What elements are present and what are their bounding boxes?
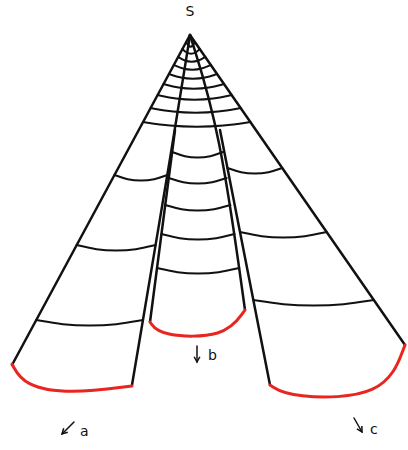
direction-arrow	[62, 422, 74, 434]
arrow-head	[62, 428, 68, 434]
source-label: S	[186, 4, 195, 18]
wavefront-line	[161, 234, 234, 240]
wavefront-line	[174, 65, 211, 70]
wavefront-line	[186, 42, 195, 47]
arrow-head	[357, 426, 362, 432]
wavefront-line	[172, 152, 223, 158]
wavefront-line	[143, 122, 250, 127]
wavefront-line	[114, 175, 167, 181]
direction-label: c	[370, 422, 378, 436]
front-curve	[150, 310, 245, 336]
wavefront-line	[36, 320, 143, 326]
wavefront-line	[169, 74, 217, 79]
direction-label: b	[208, 348, 217, 362]
boundary-line	[190, 35, 405, 345]
wavefront-line	[240, 232, 327, 238]
wavefront-line	[182, 49, 199, 54]
wavefront-line	[157, 268, 239, 274]
wavefront-line	[77, 245, 156, 251]
wavefront-line	[227, 168, 282, 174]
front-curve	[12, 364, 132, 391]
wavefront-line	[164, 84, 224, 89]
front-curve	[270, 345, 405, 397]
wavefront-line	[178, 57, 205, 62]
wavefront-line	[253, 300, 373, 306]
boundary-line	[150, 130, 175, 322]
wavefront-line	[165, 205, 230, 211]
wavefront-line	[158, 95, 232, 100]
wavefront-line	[169, 178, 227, 184]
wavefront-line	[151, 108, 241, 113]
direction-label: a	[80, 424, 89, 438]
arrow-head	[194, 357, 200, 362]
direction-arrow	[354, 418, 362, 432]
